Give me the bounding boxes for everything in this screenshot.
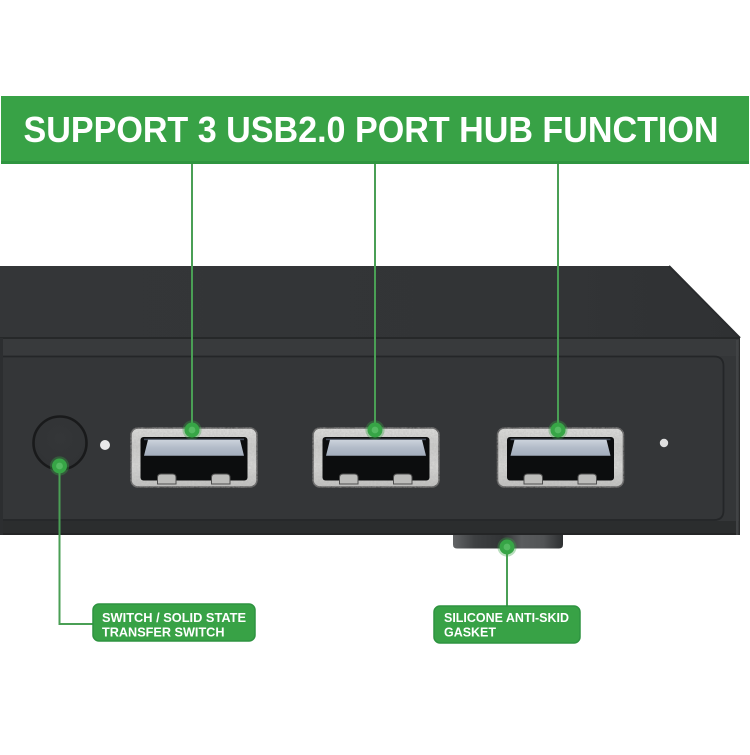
svg-text:SWITCH / SOLID STATE: SWITCH / SOLID STATE bbox=[102, 610, 246, 625]
svg-text:GASKET: GASKET bbox=[444, 625, 496, 640]
svg-text:SUPPORT 3 USB2.0 PORT HUB FUNC: SUPPORT 3 USB2.0 PORT HUB FUNCTION bbox=[24, 109, 719, 150]
svg-text:SILICONE ANTI-SKID: SILICONE ANTI-SKID bbox=[444, 610, 569, 625]
svg-text:TRANSFER SWITCH: TRANSFER SWITCH bbox=[102, 625, 225, 640]
